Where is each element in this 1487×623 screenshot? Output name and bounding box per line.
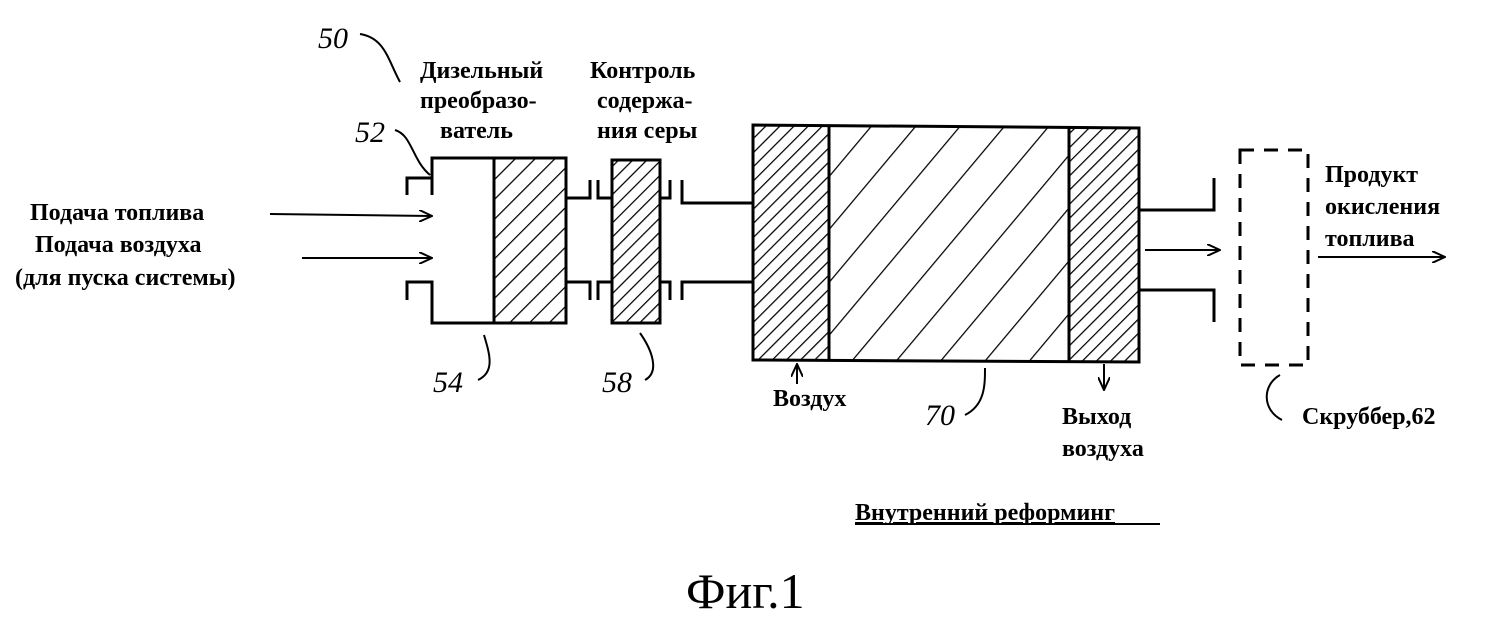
figure-caption: Фиг.1 <box>686 563 805 619</box>
air-in-label: Воздух <box>773 386 846 412</box>
reformer-block <box>753 125 1139 362</box>
scrubber-leader <box>1267 375 1282 420</box>
connector-sulfur-reformer <box>660 180 753 300</box>
ref-54-leader <box>478 335 490 380</box>
scrubber-label: Скруббер,62 <box>1302 404 1436 430</box>
svg-text:окисления: окисления <box>1325 194 1440 220</box>
svg-text:ния серы: ния серы <box>597 118 698 144</box>
ref-70-leader <box>965 368 985 415</box>
product-label: Продукт окисления топлива <box>1325 162 1440 252</box>
ref-52-leader <box>395 130 430 175</box>
ref-58: 58 <box>602 366 632 399</box>
scrubber-block <box>1240 150 1308 365</box>
svg-text:ватель: ватель <box>440 118 513 144</box>
ref-50: 50 <box>318 22 348 55</box>
reformer-outlet <box>1139 178 1220 322</box>
air-feed-label: Подача воздуха <box>35 232 202 258</box>
diesel-converter-label: Дизельный преобразо- ватель <box>420 58 543 144</box>
sulfur-control-label: Контроль содержа- ния серы <box>590 58 698 144</box>
startup-note-label: (для пуска системы) <box>15 265 235 291</box>
air-out-label: Выход воздуха <box>1062 404 1144 462</box>
ref-54: 54 <box>433 366 463 399</box>
ref-70: 70 <box>925 399 955 432</box>
diesel-converter-block <box>407 158 566 323</box>
sulfur-control-block <box>612 160 660 323</box>
fuel-feed-label: Подача топлива <box>30 200 204 226</box>
svg-text:Дизельный: Дизельный <box>420 58 543 84</box>
ref-52: 52 <box>355 116 385 149</box>
ref-50-leader <box>360 34 400 82</box>
svg-text:Продукт: Продукт <box>1325 162 1418 188</box>
connector-converter-sulfur <box>566 180 612 300</box>
svg-text:топлива: топлива <box>1325 226 1415 252</box>
svg-text:содержа-: содержа- <box>597 88 693 114</box>
svg-text:воздуха: воздуха <box>1062 436 1144 462</box>
svg-text:Выход: Выход <box>1062 404 1131 430</box>
internal-reforming-label: Внутренний реформинг <box>855 500 1115 526</box>
svg-text:преобразо-: преобразо- <box>420 88 537 114</box>
fuel-feed-arrow <box>270 214 432 216</box>
ref-58-leader <box>640 333 653 380</box>
svg-text:Контроль: Контроль <box>590 58 696 84</box>
